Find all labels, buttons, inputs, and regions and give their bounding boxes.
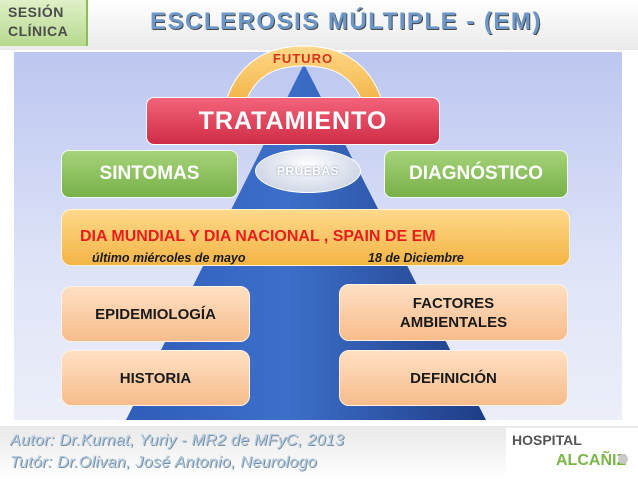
hospital-logo: HOSPITAL ALCAÑIZ <box>506 428 638 476</box>
epidemiologia-box: EPIDEMIOLOGÍA <box>61 286 250 342</box>
author-line: Autor: Dr.Kurnat, Yuriy - MR2 de MFyC, 2… <box>10 432 345 449</box>
session-badge: SESIÓN CLÍNICA <box>0 0 88 46</box>
definicion-label: DEFINICIÓN <box>410 369 497 387</box>
future-label: FUTURO <box>272 51 334 66</box>
factores-label-line-1: FACTORES <box>412 294 495 312</box>
awareness-day-title: DIA MUNDIAL Y DIA NACIONAL , SPAIN DE EM <box>80 228 436 245</box>
logo-alcaniz-text: ALCAÑIZ <box>556 452 627 469</box>
session-line-1: SESIÓN <box>8 4 64 20</box>
tutor-line: Tutór: Dr.Olivan, José Antonio, Neurolog… <box>10 454 317 471</box>
tratamiento-box: TRATAMIENTO <box>146 97 440 145</box>
logo-mark-icon <box>618 454 628 464</box>
logo-hospital-text: HOSPITAL <box>512 432 582 448</box>
slide-title: ESCLEROSIS MÚLTIPLE - (EM) <box>150 8 542 35</box>
slide-header: SESIÓN CLÍNICA ESCLEROSIS MÚLTIPLE - (EM… <box>0 0 638 50</box>
national-day-date: 18 de Diciembre <box>368 251 464 265</box>
definicion-box: DEFINICIÓN <box>339 350 568 406</box>
awareness-day-band: DIA MUNDIAL Y DIA NACIONAL , SPAIN DE EM… <box>61 209 570 266</box>
diagnostico-label: DIAGNÓSTICO <box>408 163 544 184</box>
world-day-date: último miércoles de mayo <box>92 251 246 265</box>
factores-label-line-2: AMBIENTALES <box>399 313 508 331</box>
diagnostico-box: DIAGNÓSTICO <box>384 150 568 198</box>
sintomas-label: SINTOMAS <box>99 163 200 184</box>
sintomas-box: SINTOMAS <box>61 150 238 198</box>
historia-box: HISTORIA <box>61 350 250 406</box>
factores-ambientales-box: FACTORES AMBIENTALES <box>339 284 568 341</box>
pruebas-oval: PRUEBAS <box>255 149 361 193</box>
tratamiento-label: TRATAMIENTO <box>198 106 388 135</box>
epidemiologia-label: EPIDEMIOLOGÍA <box>95 305 216 323</box>
historia-label: HISTORIA <box>119 369 192 387</box>
pruebas-label: PRUEBAS <box>276 164 340 178</box>
session-line-2: CLÍNICA <box>8 23 69 39</box>
